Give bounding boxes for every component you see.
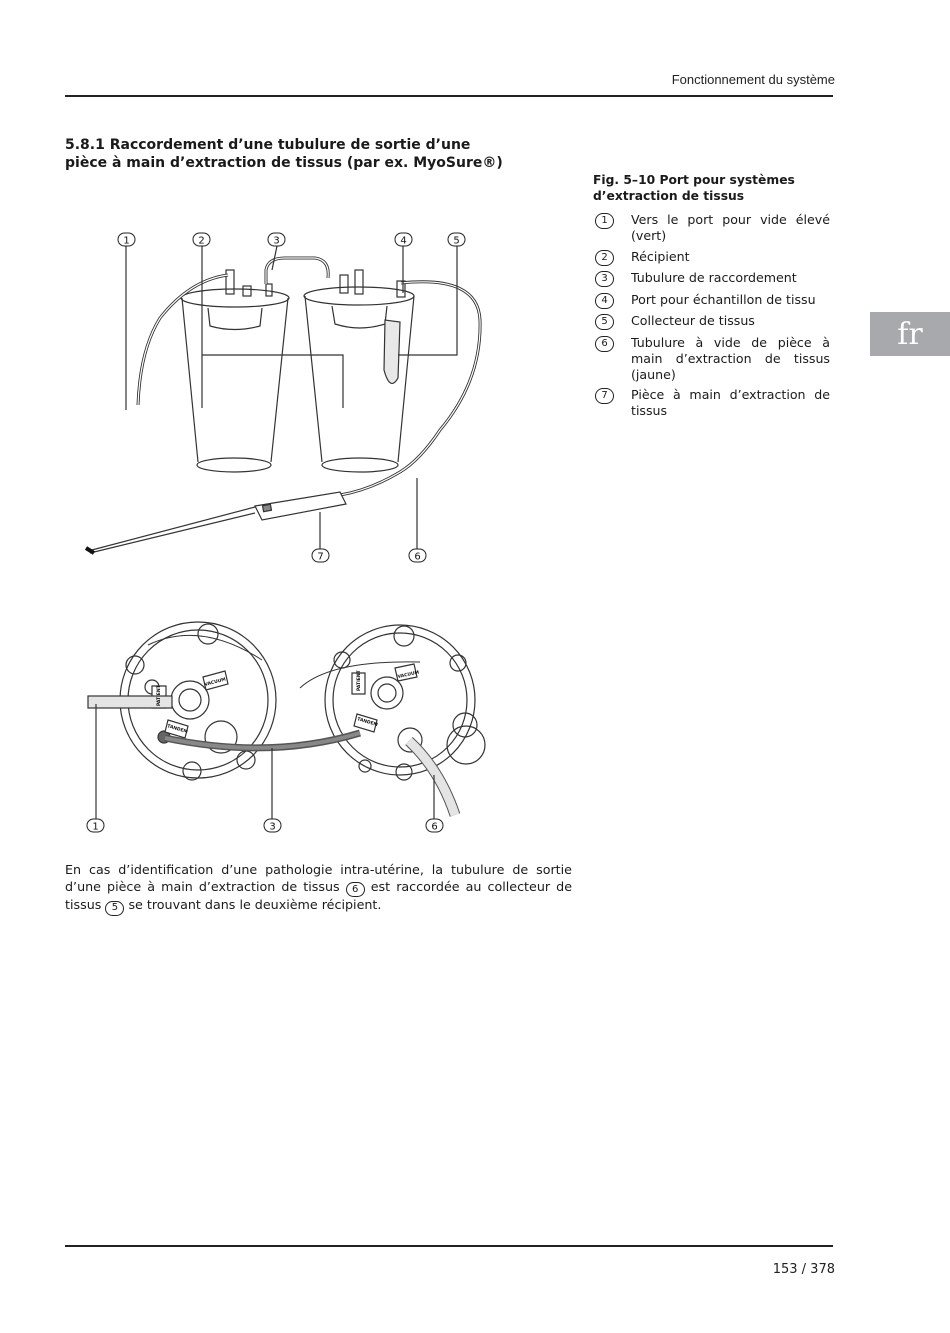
svg-text:6: 6 [431, 822, 437, 833]
legend-number: 5 [595, 314, 614, 330]
legend-text: Récipient [631, 248, 690, 264]
svg-text:2: 2 [198, 236, 204, 247]
canister-left [180, 269, 290, 473]
port-label-patient-left: PATIENT [156, 684, 162, 706]
inline-callout-5: 5 [105, 900, 125, 916]
callout-6-top: 6 [408, 548, 427, 563]
legend-text: Tubulure à vide de pièce à main d’extrac… [631, 334, 830, 382]
legend-number: 2 [595, 249, 614, 266]
body-text-part2: est raccordée au collecteur de tissus [65, 878, 573, 913]
section-title: 5.8.1 Raccordement d’une tubulure de sor… [65, 137, 503, 171]
legend-item: 3 Tubulure de raccordement [595, 270, 830, 287]
svg-text:4: 4 [400, 236, 406, 247]
svg-text:7: 7 [317, 552, 323, 563]
legend-item: 7 Pièce à main d’extraction de tissus [595, 387, 830, 419]
svg-text:5: 5 [453, 236, 459, 247]
legend-number: 3 [595, 271, 614, 287]
inline-callout-6: 6 [345, 882, 365, 897]
legend-text: Port pour échantillon de tissu [631, 291, 816, 307]
callout-4-top: 4 [394, 232, 413, 247]
header-rule [65, 95, 833, 97]
callout-3-bottom: 3 [263, 818, 282, 833]
lid-right [324, 624, 486, 781]
legend-number: 7 [595, 388, 614, 404]
page-number: 153 / 378 [772, 1262, 835, 1277]
legend-item: 1 Vers le port pour vide élevé (vert) [595, 212, 830, 244]
port-label-vacuum-right: VACUUM [397, 669, 420, 679]
legend-item: 4 Port pour échantillon de tissu [595, 292, 830, 309]
callout-2-top: 2 [192, 232, 211, 247]
port-label-patient-right: PATIENT [356, 669, 362, 691]
footer-rule [65, 1245, 833, 1247]
legend-number: 6 [595, 335, 614, 352]
svg-text:6: 6 [414, 552, 420, 563]
figure-caption: Fig. 5–10 Port pour systèmes d’extractio… [593, 173, 795, 203]
page-header-title: Fonctionnement du système [671, 72, 835, 87]
legend-text: Vers le port pour vide élevé (vert) [631, 212, 830, 243]
svg-text:1: 1 [123, 236, 129, 247]
legend-item: 2 Récipient [595, 249, 830, 266]
svg-text:1: 1 [92, 822, 98, 833]
callout-1-bottom: 1 [86, 818, 105, 833]
body-text-part3: se trouvant dans le deuxième récipient. [124, 897, 382, 912]
port-label-vacuum-left: VACUUM [204, 676, 227, 688]
legend-number: 4 [595, 292, 614, 309]
legend-item: 6 Tubulure à vide de pièce à main d’extra… [595, 335, 830, 383]
svg-text:3: 3 [269, 822, 275, 833]
legend-text: Collecteur de tissus [631, 313, 755, 328]
legend-item: 5 Collecteur de tissus [595, 313, 830, 330]
callout-7-top: 7 [311, 548, 330, 563]
canister-right [303, 269, 415, 473]
body-text-part1: En cas d’identification d’une pathologie… [65, 862, 572, 894]
callout-5-top: 5 [447, 232, 466, 247]
callout-1-top: 1 [117, 232, 136, 247]
legend-text: Tubulure de raccordement [631, 270, 797, 285]
svg-text:3: 3 [273, 236, 279, 247]
body-paragraph: En cas d’identification d’une pathologie… [65, 862, 572, 916]
language-tab: fr [870, 312, 950, 356]
legend-text: Pièce à main d’extraction de tissus [631, 387, 830, 418]
callout-3-top: 3 [267, 232, 286, 247]
callout-6-bottom: 6 [425, 818, 444, 833]
legend-number: 1 [595, 213, 614, 229]
figure-legend: 1 Vers le port pour vide élevé (vert) 2 Ré… [595, 212, 830, 424]
